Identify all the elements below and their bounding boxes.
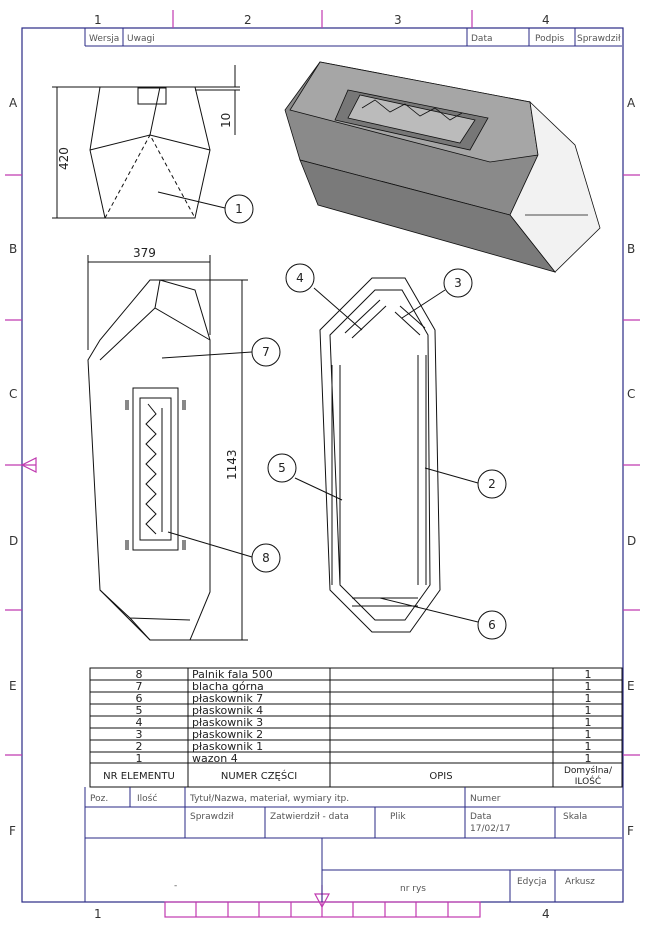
tb-edition: Edycja (517, 877, 547, 887)
tb-scale: Skala (563, 812, 587, 822)
rev-signature-label: Podpis (535, 34, 565, 44)
callout-2: 2 (488, 477, 496, 491)
bom-part-name: płaskownik 2 (192, 728, 263, 741)
dim-offset: 10 (219, 113, 233, 128)
tb-file: Plik (390, 812, 406, 822)
callout-1: 1 (235, 202, 243, 216)
tb-number: Numer (470, 794, 501, 804)
rev-checked-label: Sprawdził (577, 34, 621, 44)
callout-7: 7 (262, 345, 270, 359)
front-view (52, 65, 240, 219)
bom-header-desc: OPIS (429, 771, 452, 782)
bom-item-number: 8 (136, 668, 143, 681)
svg-text:F: F (627, 824, 634, 838)
bom-table-grid (89, 667, 623, 788)
bom-header-qty-2: ILOŚĆ (575, 775, 601, 787)
revision-table (84, 28, 622, 47)
zone-col-2: 2 (244, 13, 252, 27)
bom-item-number: 4 (136, 716, 143, 729)
zone-col-4-bottom: 4 (542, 907, 550, 921)
tb-dash: - (174, 881, 177, 891)
bom-quantity: 1 (585, 692, 592, 705)
bom-row: 2 płaskownik 1 1 (136, 740, 592, 753)
bom-part-name: płaskownik 3 (192, 716, 263, 729)
callout-4: 4 (296, 271, 304, 285)
bom-part-name: płaskownik 4 (192, 704, 263, 717)
bom-quantity: 1 (585, 752, 592, 765)
svg-text:A: A (9, 96, 18, 110)
svg-text:F: F (9, 824, 16, 838)
svg-text:A: A (627, 96, 636, 110)
tb-sheet: Arkusz (565, 877, 595, 887)
bom-header-item: NR ELEMENTU (103, 771, 175, 782)
callout-6: 6 (488, 618, 496, 632)
isometric-view (284, 61, 601, 273)
svg-text:E: E (627, 679, 635, 693)
zone-col-1: 1 (94, 13, 102, 27)
zone-col-3: 3 (394, 13, 402, 27)
svg-text:D: D (9, 534, 18, 548)
bom-rows: 8 Palnik fala 500 1 7 blacha górna 1 6 płaskown… (136, 668, 592, 765)
tb-ilosc: Ilość (137, 793, 157, 804)
bom-row: 3 płaskownik 2 1 (136, 728, 592, 741)
bom-part-name: blacha górna (192, 680, 264, 693)
tb-date-value: 17/02/17 (470, 824, 510, 834)
zone-col-4: 4 (542, 13, 550, 27)
bom-row: 7 blacha górna 1 (136, 680, 592, 693)
svg-text:E: E (9, 679, 17, 693)
bom-quantity: 1 (585, 716, 592, 729)
bom-row: 6 płaskownik 7 1 (136, 692, 592, 705)
bom-item-number: 6 (136, 692, 143, 705)
top-view (87, 255, 248, 641)
title-block-grid (84, 787, 622, 902)
rev-notes-label: Uwagi (127, 34, 155, 44)
bom-row: 5 płaskownik 4 1 (136, 704, 592, 717)
bom-quantity: 1 (585, 740, 592, 753)
tb-poz: Poz. (90, 794, 108, 804)
tb-approved: Zatwierdził - data (270, 812, 349, 822)
svg-text:B: B (9, 242, 17, 256)
bom-row: 4 płaskownik 3 1 (136, 716, 592, 729)
bom-item-number: 2 (136, 740, 143, 753)
bom-quantity: 1 (585, 704, 592, 717)
tb-date-label: Data (470, 812, 492, 822)
callout-leaders (157, 191, 507, 640)
bom-header-part: NUMER CZĘŚCI (221, 769, 297, 782)
bom-item-number: 5 (136, 704, 143, 717)
dim-length: 1143 (225, 449, 239, 480)
dim-width: 379 (133, 246, 156, 260)
bom-quantity: 1 (585, 668, 592, 681)
dim-height: 420 (57, 147, 71, 170)
bom-part-name: płaskownik 1 (192, 740, 263, 753)
svg-text:B: B (627, 242, 635, 256)
bom-quantity: 1 (585, 680, 592, 693)
tb-title: Tytuł/Nazwa, materiał, wymiary itp. (189, 794, 349, 804)
rev-version-label: Wersja (89, 34, 119, 44)
bom-item-number: 1 (136, 752, 143, 765)
zone-row-labels-left: A B C D E F (9, 96, 18, 838)
svg-text:C: C (9, 387, 17, 401)
bom-row: 1 wazon 4 1 (136, 752, 592, 765)
svg-text:C: C (627, 387, 635, 401)
svg-text:D: D (627, 534, 636, 548)
bom-item-number: 3 (136, 728, 143, 741)
bom-part-name: Palnik fala 500 (192, 668, 273, 681)
bom-row: 8 Palnik fala 500 1 (136, 668, 592, 681)
bom-header-qty-1: Domyślna/ (564, 765, 613, 776)
bom-quantity: 1 (585, 728, 592, 741)
bom-part-name: płaskownik 7 (192, 692, 263, 705)
bom-item-number: 7 (136, 680, 143, 693)
rev-date-label: Data (471, 34, 493, 44)
callout-3: 3 (454, 276, 462, 290)
section-view (319, 277, 441, 633)
tb-checked: Sprawdził (190, 812, 234, 822)
zone-col-1-bottom: 1 (94, 907, 102, 921)
callout-8: 8 (262, 551, 270, 565)
tb-drawing-no: nr rys (400, 884, 426, 894)
bom-part-name: wazon 4 (192, 752, 238, 765)
callout-5: 5 (278, 461, 286, 475)
zone-row-labels-right: A B C D E F (627, 96, 636, 838)
